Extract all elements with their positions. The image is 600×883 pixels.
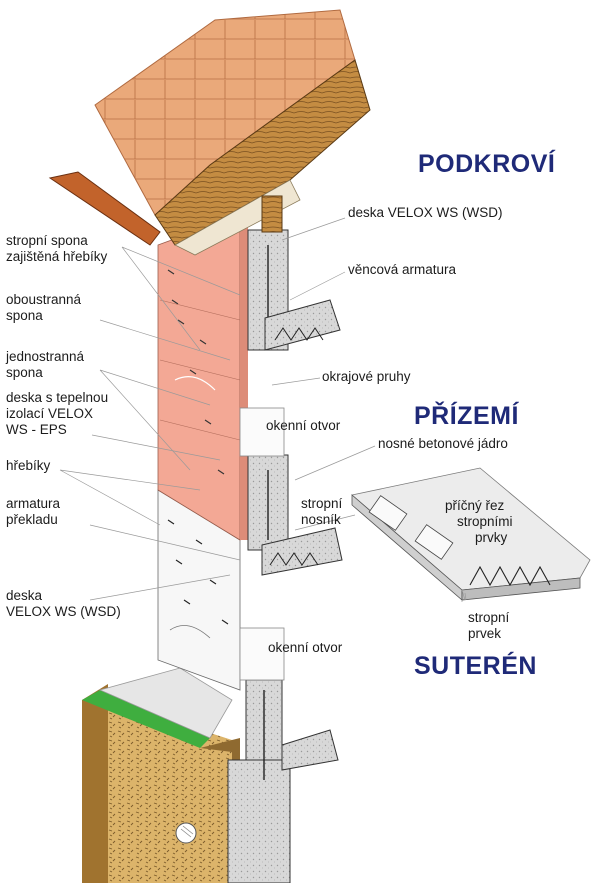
lower-wall <box>157 489 241 691</box>
label-window-upper: okenní otvor <box>266 418 341 433</box>
floor-title-basement: SUTERÉN <box>414 652 537 680</box>
insulation-panel <box>157 212 248 541</box>
label-ceiling-element: stropní prvek <box>468 610 510 641</box>
ceiling-element-cross-section <box>351 467 591 601</box>
floor-title-attic: PODKROVÍ <box>418 150 556 178</box>
leader-lines <box>59 217 467 602</box>
label-lintel-reinforcement: armatura překladu <box>6 496 61 527</box>
label-ceiling-beam: stropní nosník <box>301 496 343 527</box>
label-velox-ws-bottom: deska VELOX WS (WSD) <box>6 588 121 619</box>
label-nails: hřebíky <box>6 458 51 473</box>
label-double-clip: oboustranná spona <box>6 292 82 323</box>
label-velox-ws-top: deska VELOX WS (WSD) <box>348 205 503 220</box>
ground-soil <box>82 667 240 883</box>
label-thermal-board: deska s tepelnou izolací VELOX WS - EPS <box>6 390 109 437</box>
label-concrete-core: nosné betonové jádro <box>378 436 508 451</box>
label-single-clip: jednostranná spona <box>6 349 85 380</box>
floor-title-ground: PŘÍZEMÍ <box>414 402 519 430</box>
label-ceiling-clip: stropní spona zajištěná hřebíky <box>6 233 108 264</box>
ceiling-slabs <box>261 299 343 771</box>
label-ring-reinforcement: věncová armatura <box>348 262 457 277</box>
label-cross-section: příčný řez stropními prvky <box>445 498 513 545</box>
label-edge-strips: okrajové pruhy <box>322 369 411 384</box>
roof <box>48 9 371 256</box>
label-window-lower: okenní otvor <box>268 640 343 655</box>
